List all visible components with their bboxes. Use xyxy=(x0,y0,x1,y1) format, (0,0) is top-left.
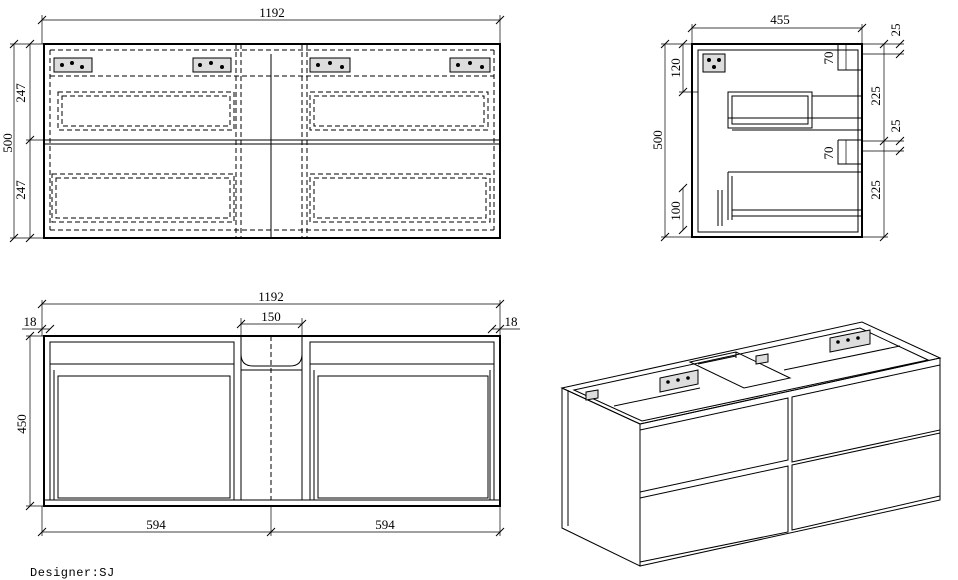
iso-bracket-4 xyxy=(755,353,769,365)
front-bracket-2 xyxy=(192,57,232,73)
side-top-offset-label: 120 xyxy=(668,58,683,78)
front-upper-drawer-label: 247 xyxy=(13,83,28,103)
top-cabinet-outline xyxy=(43,335,501,507)
top-depth-label: 450 xyxy=(14,414,29,434)
side-upper-drawer-label: 225 xyxy=(868,86,883,106)
top-width-dimension: 1192 xyxy=(37,289,505,336)
front-height-dimension: 500 xyxy=(0,39,44,243)
top-width-label: 1192 xyxy=(258,289,284,304)
side-depth-dimension: 455 xyxy=(687,12,867,44)
side-bottom-offset-label: 100 xyxy=(668,201,683,221)
front-bracket-4 xyxy=(449,57,491,73)
front-bracket-3 xyxy=(309,57,351,73)
front-bracket-1 xyxy=(53,57,93,73)
front-lower-drawer-label: 247 xyxy=(13,180,28,200)
front-view: 1192 500 247 247 xyxy=(0,5,505,243)
side-lower-drawer-label: 225 xyxy=(868,180,883,200)
top-left-half-label: 594 xyxy=(146,517,166,532)
side-lower-slot-label: 70 xyxy=(821,147,836,160)
side-offset-dimension: 120 100 xyxy=(668,39,698,235)
top-right-side-label: 18 xyxy=(505,314,518,329)
front-width-dimension: 1192 xyxy=(37,5,505,44)
top-left-side-label: 18 xyxy=(24,314,37,329)
top-cutout-dimension: 150 xyxy=(236,309,307,340)
side-height-label: 500 xyxy=(650,130,665,150)
iso-bracket-2 xyxy=(829,329,871,353)
side-top-gap-label: 25 xyxy=(888,24,903,37)
iso-bracket-1 xyxy=(659,369,699,393)
side-height-dimension: 500 xyxy=(650,39,692,242)
top-cutout-label: 150 xyxy=(261,309,281,324)
side-view: 455 500 120 100 xyxy=(650,12,905,242)
front-drawer-dimension: 247 247 xyxy=(13,39,44,243)
side-right-dimensions: 25 25 225 225 70 70 xyxy=(821,24,905,242)
top-depth-dimension: 450 xyxy=(14,331,44,511)
side-bracket xyxy=(702,53,726,73)
side-mid-gap-label: 25 xyxy=(888,120,903,133)
isometric-view xyxy=(560,321,942,567)
front-height-label: 500 xyxy=(0,133,15,153)
iso-bracket-3 xyxy=(585,389,599,401)
top-half-dimensions: 594 594 xyxy=(37,506,505,537)
designer-credit: Designer:SJ xyxy=(30,566,115,580)
front-width-label: 1192 xyxy=(259,5,285,20)
side-depth-label: 455 xyxy=(770,12,790,27)
top-view: 1192 18 18 150 450 xyxy=(14,289,520,537)
top-right-half-label: 594 xyxy=(375,517,395,532)
front-cabinet-outline xyxy=(43,43,501,239)
side-upper-slot-label: 70 xyxy=(821,52,836,65)
top-side-dimensions: 18 18 xyxy=(22,314,520,334)
